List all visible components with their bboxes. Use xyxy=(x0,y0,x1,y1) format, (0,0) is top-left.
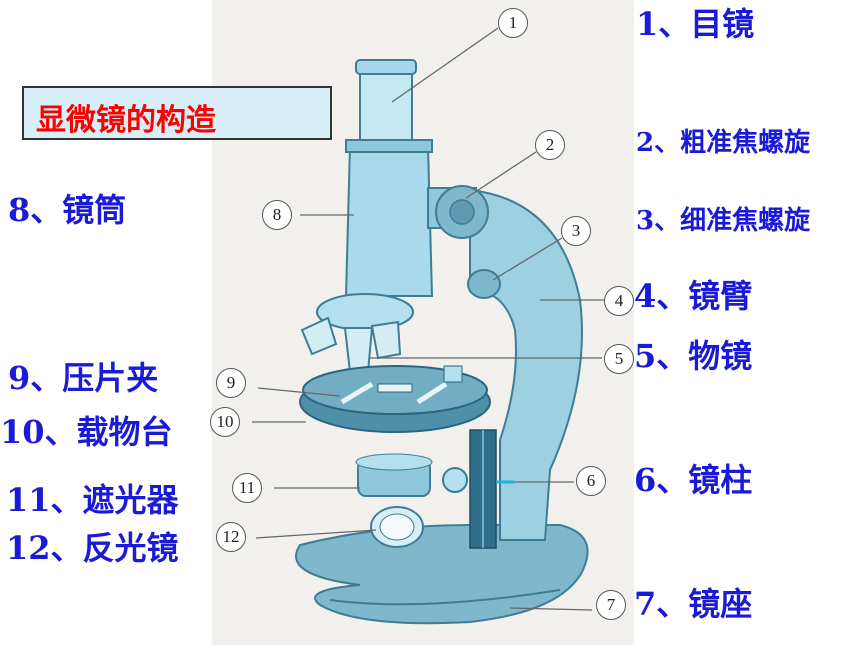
label-fine-focus: 3、细准焦螺旋 xyxy=(636,206,811,236)
label-objective: 5、物镜 xyxy=(634,337,753,375)
marker-11: 11 xyxy=(232,473,262,503)
marker-10: 10 xyxy=(210,407,240,437)
label-diaphragm: 11、遮光器 xyxy=(6,481,179,519)
tube-shape xyxy=(344,145,434,297)
marker-4: 4 xyxy=(604,286,634,316)
label-base: 7、镜座 xyxy=(634,585,753,623)
label-stage: 10、载物台 xyxy=(0,413,173,451)
label-arm: 4、镜臂 xyxy=(634,277,753,315)
marker-7: 7 xyxy=(596,590,626,620)
label-mirror: 12、反光镜 xyxy=(6,529,179,567)
objective-shape xyxy=(343,327,374,373)
marker-5: 5 xyxy=(604,344,634,374)
fine-knob-shape xyxy=(467,269,501,299)
marker-12: 12 xyxy=(216,522,246,552)
marker-1: 1 xyxy=(498,8,528,38)
label-clip: 9、压片夹 xyxy=(8,359,159,397)
clip-shape xyxy=(340,381,374,405)
marker-8: 8 xyxy=(262,200,292,230)
marker-6: 6 xyxy=(576,466,606,496)
label-pillar: 6、镜柱 xyxy=(634,461,753,499)
marker-3: 3 xyxy=(561,216,591,246)
title-box: 显微镜的构造 xyxy=(22,86,332,140)
base-shape xyxy=(295,524,589,625)
page-title: 显微镜的构造 xyxy=(36,103,216,138)
label-eyepiece: 1、目镜 xyxy=(636,5,755,43)
label-tube: 8、镜筒 xyxy=(8,191,127,229)
label-coarse-focus: 2、粗准焦螺旋 xyxy=(636,128,811,158)
pointer-lines xyxy=(252,27,604,611)
marker-9: 9 xyxy=(216,368,246,398)
marker-2: 2 xyxy=(535,130,565,160)
